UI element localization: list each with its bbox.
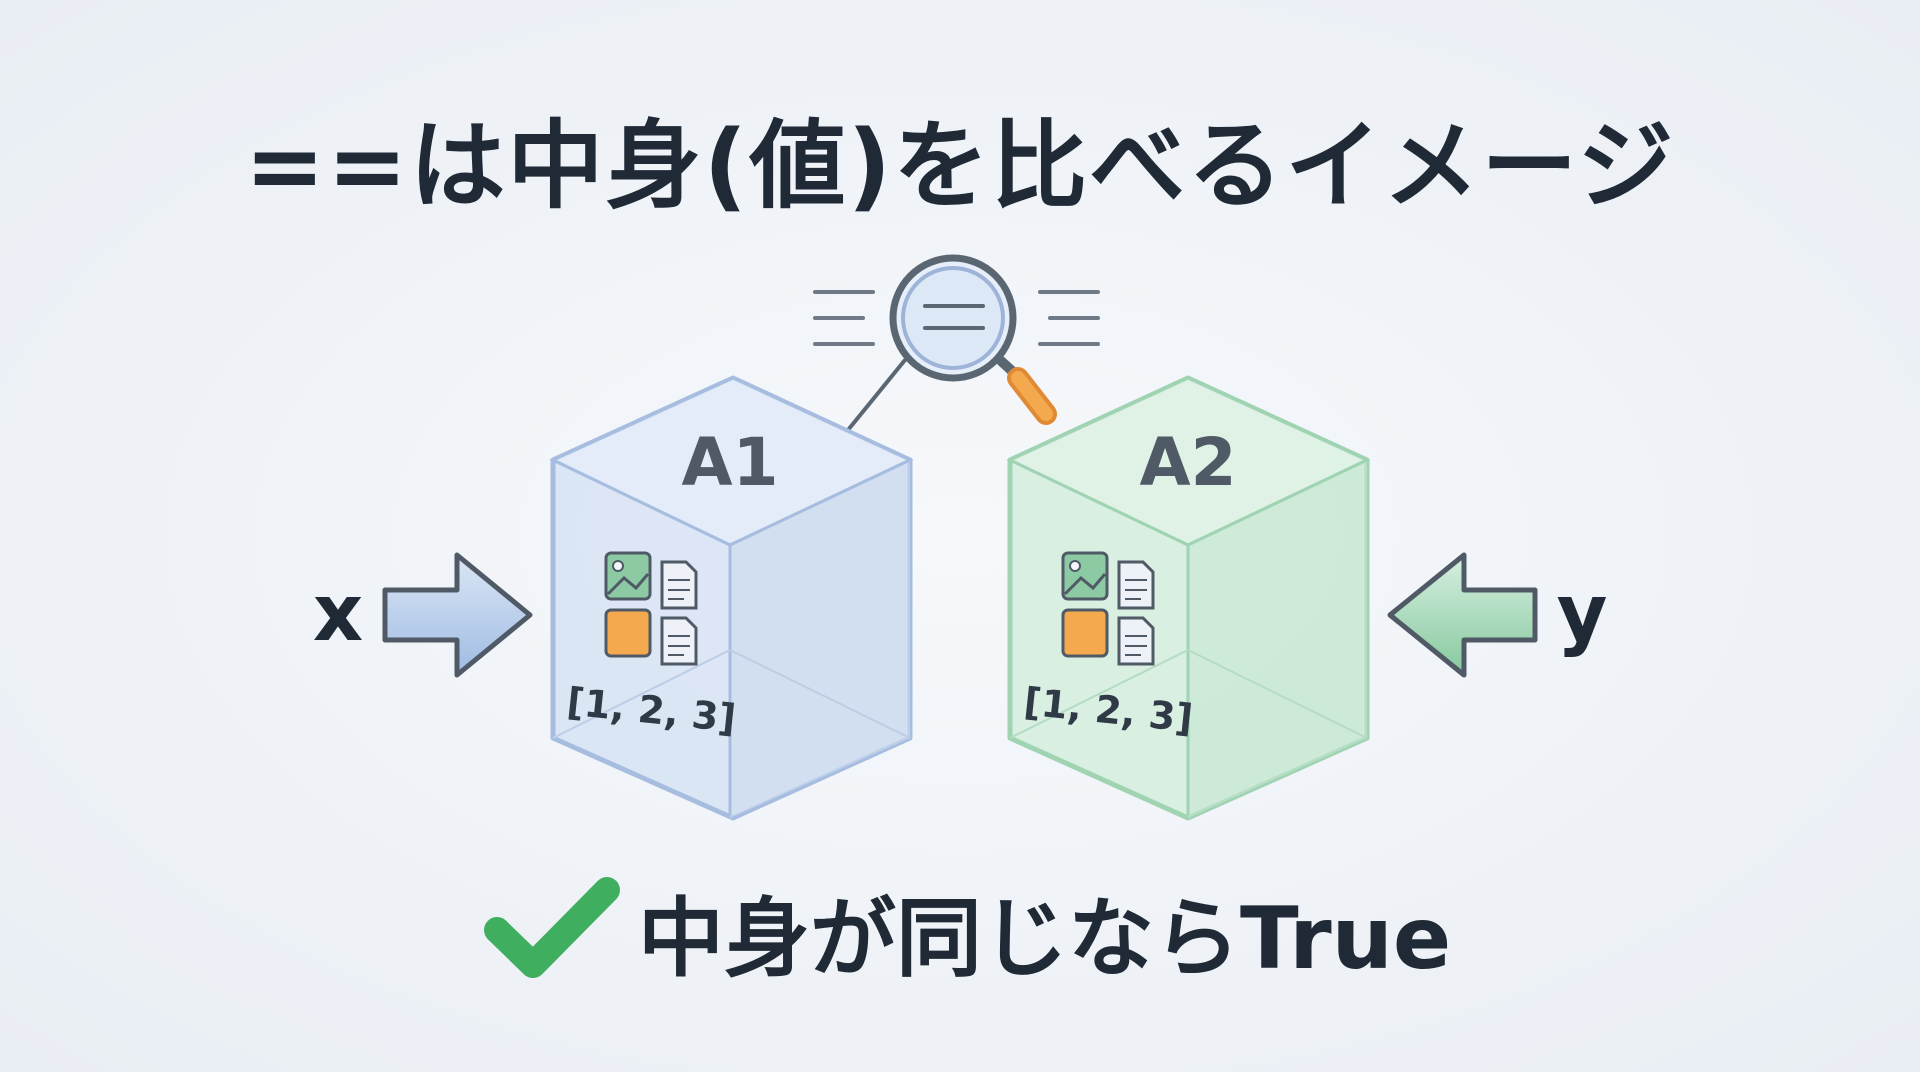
result-caption: 中身が同じならTrue <box>638 870 1451 990</box>
arrow-x-to-a1 <box>382 552 533 678</box>
arrow-y-to-a2 <box>1387 552 1538 678</box>
box-a2-contents-icons <box>1061 551 1155 666</box>
result-text: 中身が同じならTrue <box>638 888 1452 989</box>
magnifying-glass-icon <box>846 254 1057 432</box>
box-a1-label: A1 <box>681 424 778 501</box>
speed-lines-left <box>813 290 875 346</box>
orange-block <box>604 608 652 658</box>
variable-y-label: y <box>1557 569 1608 659</box>
check-icon <box>484 877 620 978</box>
image-icon <box>1061 551 1109 601</box>
variable-x-label: x <box>313 569 363 659</box>
speed-lines-right <box>1038 290 1100 346</box>
document-icon <box>660 616 698 666</box>
document-icon <box>1117 560 1155 610</box>
box-a2-label: A2 <box>1139 424 1236 501</box>
magnifier-group <box>813 254 1100 432</box>
diagram-title: ==は中身(値)を比べるイメージ <box>244 110 1676 222</box>
box-a2: A2 <box>1006 375 1371 821</box>
document-icon <box>660 560 698 610</box>
box-a1-contents-icons <box>604 551 698 666</box>
orange-block <box>1061 608 1109 658</box>
image-icon <box>604 551 652 601</box>
document-icon <box>1117 616 1155 666</box>
box-a1: A1 <box>549 375 914 821</box>
